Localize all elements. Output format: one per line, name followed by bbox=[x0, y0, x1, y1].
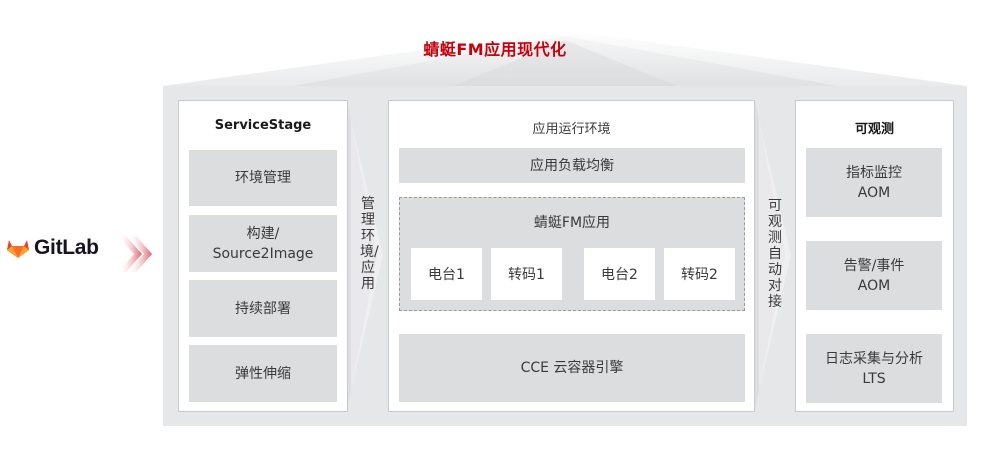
box-sublabel: Source2Image bbox=[212, 245, 314, 262]
box-label: 持续部署 bbox=[235, 300, 291, 317]
connector-right-shape bbox=[755, 100, 791, 411]
fm-app-title: 蜻蜓FM应用 bbox=[533, 215, 611, 231]
metrics-aom-box: 指标监控 AOM bbox=[806, 148, 942, 217]
box-label: 环境管理 bbox=[235, 170, 291, 186]
transcode-1-box: 转码1 bbox=[491, 248, 562, 300]
connector-right-label: 可观测自动对接 bbox=[768, 198, 782, 310]
box-label: 日志采集与分析 bbox=[825, 350, 923, 367]
gitlab-fox-icon bbox=[7, 240, 29, 258]
observability-panel: 可观测 指标监控 AOM 告警/事件 AOM 日志采集与分析 LTS bbox=[795, 100, 954, 412]
box-label: 指标监控 bbox=[846, 164, 902, 181]
alarm-aom-box: 告警/事件 AOM bbox=[806, 241, 942, 310]
diagram-title: 蜻蜓FM应用现代化 bbox=[423, 40, 567, 59]
box-label: 弹性伸缩 bbox=[235, 365, 291, 382]
runtime-title: 应用运行环境 bbox=[532, 122, 611, 137]
servicestage-title: ServiceStage bbox=[214, 118, 312, 133]
logs-lts-box: 日志采集与分析 LTS bbox=[806, 334, 942, 403]
fm-app-group: 蜻蜓FM应用 电台1 转码1 电台2 转码2 bbox=[399, 197, 745, 311]
env-management-box: 环境管理 bbox=[189, 150, 337, 206]
observability-title: 可观测 bbox=[854, 122, 894, 137]
gitlab-logo: GitLab bbox=[6, 236, 99, 260]
box-sublabel: AOM bbox=[857, 277, 891, 294]
build-source2image-box: 构建/ Source2Image bbox=[189, 215, 337, 272]
radio-2-box: 电台2 bbox=[584, 248, 655, 300]
cce-engine-box: CCE 云容器引擎 bbox=[399, 334, 745, 402]
gitlab-label: GitLab bbox=[34, 236, 99, 259]
connector-left-shape bbox=[347, 100, 383, 411]
box-label: 应用负载均衡 bbox=[530, 157, 614, 174]
box-sublabel: AOM bbox=[857, 184, 891, 201]
double-chevron-right-icon bbox=[118, 236, 152, 272]
transcode-2-box: 转码2 bbox=[664, 248, 735, 300]
runtime-panel: 应用运行环境 应用负载均衡 蜻蜓FM应用 电台1 转码1 电台2 转码2 CCE… bbox=[388, 100, 755, 412]
roof-shape bbox=[163, 30, 967, 86]
load-balancer-box: 应用负载均衡 bbox=[399, 148, 745, 183]
box-label: 告警/事件 bbox=[843, 257, 905, 274]
box-sublabel: LTS bbox=[862, 370, 886, 387]
box-label: 构建/ bbox=[246, 225, 280, 242]
continuous-deploy-box: 持续部署 bbox=[189, 280, 337, 337]
autoscaling-box: 弹性伸缩 bbox=[189, 345, 337, 402]
box-label: CCE 云容器引擎 bbox=[520, 360, 624, 376]
radio-1-box: 电台1 bbox=[411, 248, 482, 300]
servicestage-panel: ServiceStage 环境管理 构建/ Source2Image 持续部署 … bbox=[178, 100, 348, 412]
connector-left-label: 管理环境/应用 bbox=[360, 196, 379, 292]
